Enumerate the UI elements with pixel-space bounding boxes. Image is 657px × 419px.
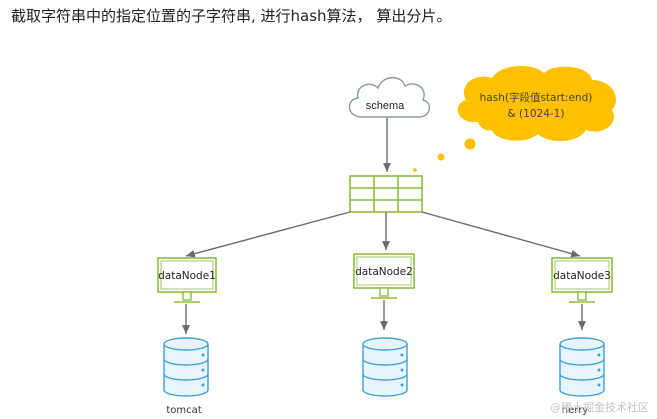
callout-line-1: hash(字段值start:end) [480,91,593,104]
page-heading: 截取字符串中的指定位置的子字符串, 进行hash算法， 算出分片。 [11,7,452,25]
database-2-icon [362,337,408,397]
arrow-table-to-node3 [421,211,581,258]
datanode-2-monitor-icon: dataNode2 [353,253,415,299]
watermark: @稀土掘金技术社区 [550,401,649,414]
datanode-3-monitor-icon: dataNode3 [551,257,613,303]
arrow-table-to-node1 [185,211,351,258]
schema-label: schema [366,100,405,112]
datanode-2-label: dataNode2 [355,266,413,278]
datanode-1-monitor-icon: dataNode1 [157,257,217,303]
database-3-icon [559,337,605,397]
shard-table-icon [349,175,423,213]
schema-cloud: schema [348,76,431,118]
datanode-3-label: dataNode3 [553,270,611,282]
callout-line-2: & (1024-1) [508,108,565,120]
datanode-1-label: dataNode1 [158,270,216,282]
database-1-icon [163,337,209,397]
database-1-label: tomcat [166,405,201,416]
hash-callout: hash(字段值start:end) & (1024-1) [413,65,616,172]
database-3-label: herry [562,405,589,416]
